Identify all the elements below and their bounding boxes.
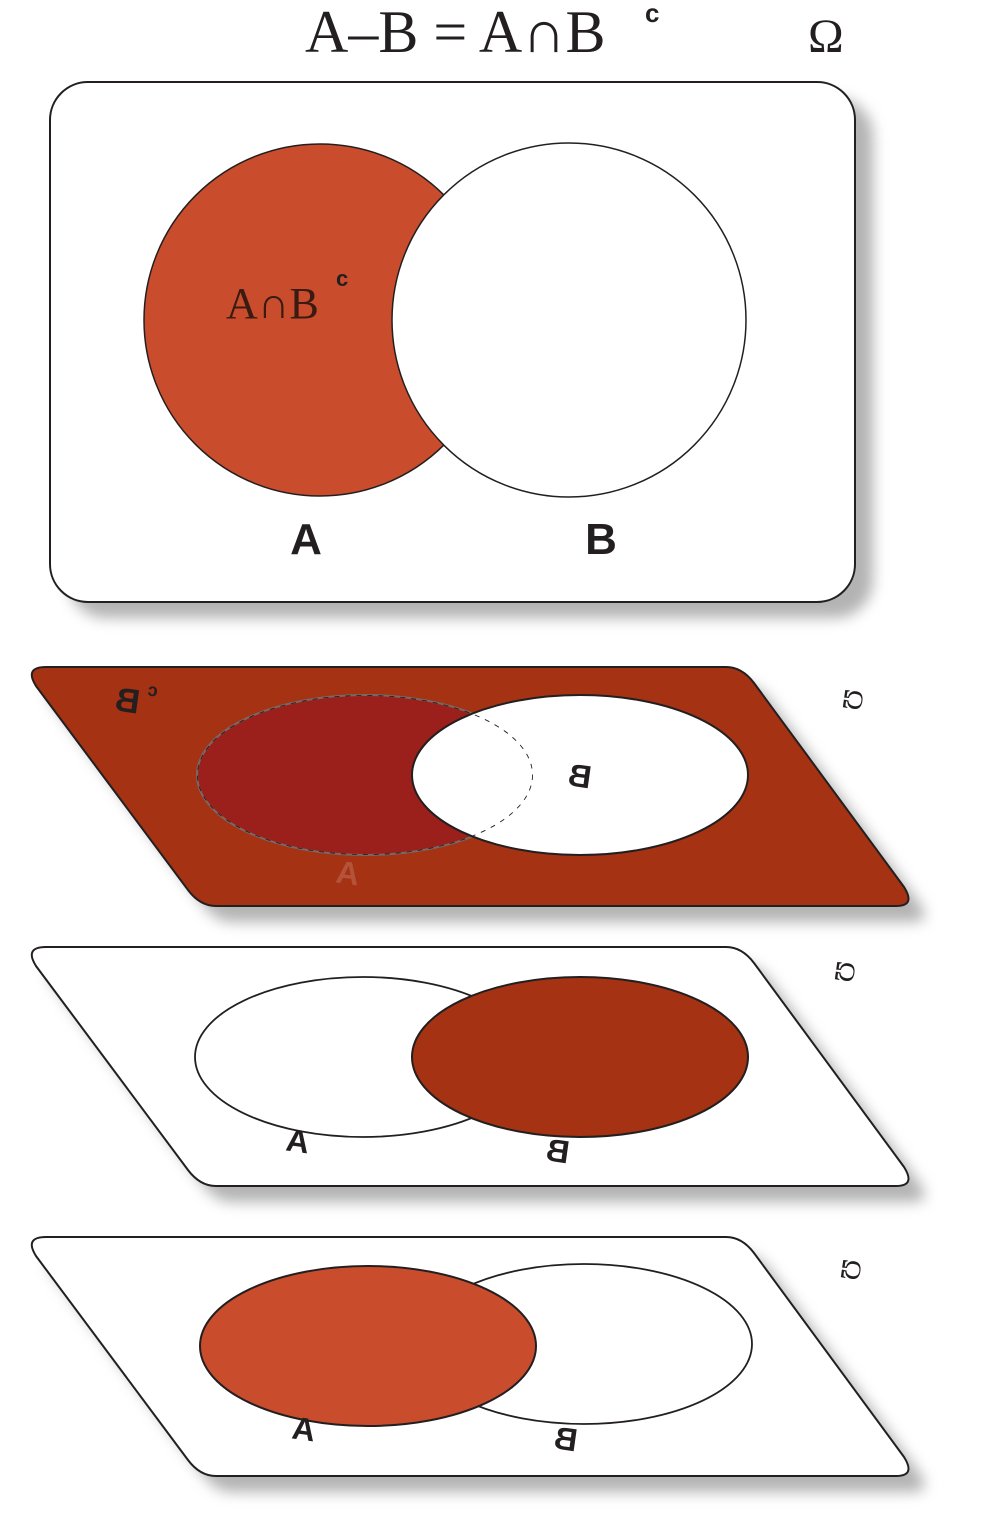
label-b-complement: B: [113, 681, 143, 722]
ellipse-b: [411, 694, 749, 856]
layer2-ellipse-b: [411, 976, 749, 1138]
layer2-label-b-text: B: [544, 1132, 572, 1171]
title-formula: A–B = A∩B c Ω: [305, 0, 844, 65]
label-b-complement-sup: c: [146, 679, 159, 700]
label-b-complement-sup-text: c: [146, 679, 159, 700]
label-b: B: [585, 515, 617, 564]
layer3-label-b-text: B: [552, 1420, 580, 1459]
top-panel: A∩B c A B: [49, 81, 873, 618]
title-universe-symbol: Ω: [808, 10, 844, 63]
layer2-universe-text: Ω: [828, 959, 862, 984]
label-b-complement-text: B: [113, 681, 143, 722]
layer-b-complement: B c B A Ω: [30, 666, 925, 922]
title-formula-text: A–B = A∩B: [305, 0, 606, 65]
layer2-universe: Ω: [828, 959, 862, 984]
label-a: A: [290, 515, 322, 564]
layer3-label-b: B: [552, 1420, 580, 1459]
circle-b: [391, 142, 747, 498]
layer2-label-b: B: [544, 1132, 572, 1171]
title-superscript: c: [645, 0, 659, 28]
layer3-universe-text: Ω: [834, 1257, 868, 1282]
layer1-label-b: B: [566, 757, 594, 796]
layer1-universe: Ω: [836, 687, 870, 712]
layer3-universe: Ω: [834, 1257, 868, 1282]
layer2-label-a-text: A: [284, 1122, 312, 1161]
layer-a: A B Ω: [30, 1236, 925, 1492]
region-superscript: c: [336, 266, 348, 291]
layer3-label-a-text: A: [290, 1410, 318, 1449]
layer2-label-a: A: [284, 1122, 312, 1161]
layer1-label-b-text: B: [566, 757, 594, 796]
layer3-label-a: A: [290, 1410, 318, 1449]
layer3-ellipse-a: [199, 1265, 537, 1427]
layer1-universe-text: Ω: [836, 687, 870, 712]
layer-b: A B Ω: [30, 946, 925, 1202]
layer1-label-a-text: A: [334, 854, 362, 893]
layer1-label-a: A: [334, 854, 362, 893]
region-a-minus-b-label: A∩B: [226, 279, 319, 328]
